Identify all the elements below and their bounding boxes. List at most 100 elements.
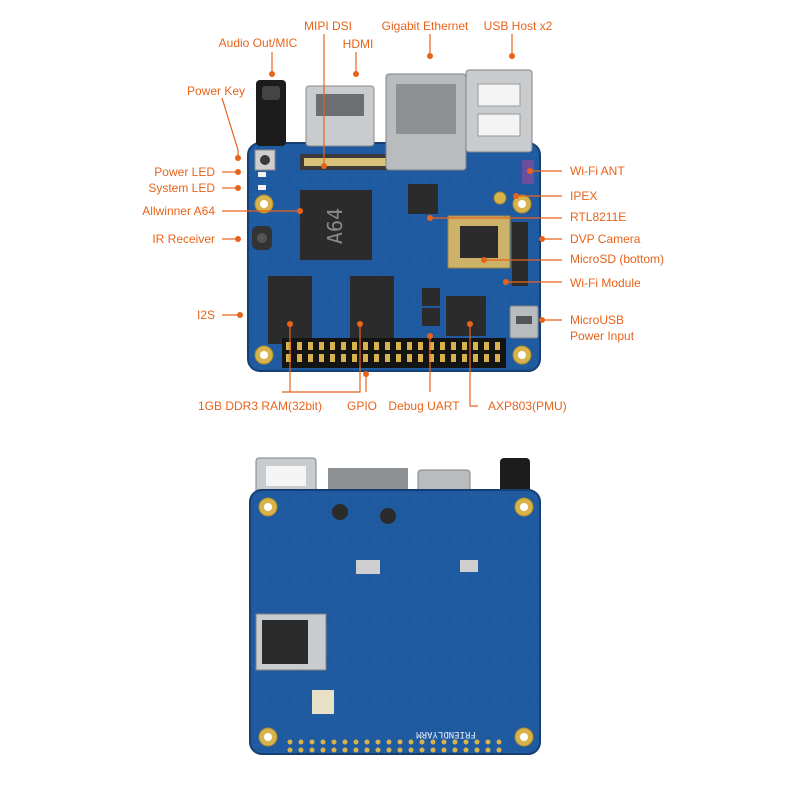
rtl8211e-chip — [408, 184, 438, 214]
gpio-pad — [408, 747, 414, 753]
gpio-pad — [342, 747, 348, 753]
gpio-pin — [462, 342, 467, 350]
label-mipi-dsi: MIPI DSI — [303, 19, 353, 33]
gpio-pin — [385, 342, 390, 350]
gpio-pin — [319, 342, 324, 350]
label-wifi-module: Wi-Fi Module — [570, 276, 641, 290]
gpio-pin — [429, 342, 434, 350]
label-power-key: Power Key — [186, 84, 245, 98]
gpio-pin — [297, 354, 302, 362]
gpio-pin — [286, 354, 291, 362]
gpio-pin — [473, 354, 478, 362]
gpio-pad — [331, 739, 337, 745]
gpio-pad — [331, 747, 337, 753]
ram-chip — [350, 276, 394, 344]
label-axp803: AXP803(PMU) — [488, 399, 567, 413]
gpio-pad — [375, 739, 381, 745]
gpio-pin — [440, 342, 445, 350]
gpio-header — [282, 338, 506, 368]
gpio-pad — [287, 747, 293, 753]
label-ir-receiver: IR Receiver — [152, 232, 215, 246]
gpio-pin — [484, 342, 489, 350]
gpio-pin — [407, 354, 412, 362]
label-gigabit-ethernet: Gigabit Ethernet — [381, 19, 469, 33]
gpio-pin — [341, 354, 346, 362]
gpio-pad — [474, 739, 480, 745]
leader-lines — [221, 34, 562, 407]
label-rtl8211e: RTL8211E — [570, 210, 627, 224]
label-dvp-camera: DVP Camera — [570, 232, 641, 246]
gpio-pin — [374, 354, 379, 362]
gpio-pin — [385, 354, 390, 362]
label-hdmi: HDMI — [342, 37, 374, 51]
gpio-pad — [364, 739, 370, 745]
gpio-pad — [496, 747, 502, 753]
gpio-pad — [419, 747, 425, 753]
gpio-pad — [386, 739, 392, 745]
gpio-pin — [330, 354, 335, 362]
gpio-pin — [462, 354, 467, 362]
label-power-input: Power Input — [570, 329, 635, 343]
label-ddr3-ram: 1GB DDR3 RAM(32bit) — [197, 399, 322, 413]
gpio-pad — [496, 739, 502, 745]
gpio-pin — [363, 354, 368, 362]
gpio-pad — [419, 739, 425, 745]
dvp-camera-connector — [512, 222, 528, 286]
label-system-led: System LED — [148, 181, 215, 195]
soc-marking: A64 — [323, 208, 347, 244]
gpio-pin — [440, 354, 445, 362]
gpio-pad — [309, 739, 315, 745]
gpio-pad — [485, 739, 491, 745]
gpio-pin — [418, 354, 423, 362]
label-microusb: MicroUSB — [570, 313, 625, 327]
gpio-pin — [352, 342, 357, 350]
label-wifi-ant: Wi-Fi ANT — [570, 164, 625, 178]
gpio-pad — [430, 747, 436, 753]
axp803-chip — [446, 296, 486, 336]
gpio-pin — [330, 342, 335, 350]
gpio-pin — [418, 342, 423, 350]
gpio-pad — [441, 747, 447, 753]
gpio-pad — [452, 747, 458, 753]
gpio-pad — [430, 739, 436, 745]
gpio-pad — [441, 739, 447, 745]
power-led — [258, 172, 266, 177]
label-audio-out-mic: Audio Out/MIC — [218, 36, 298, 50]
gpio-pad — [397, 739, 403, 745]
gpio-pin — [396, 354, 401, 362]
gpio-pad — [298, 739, 304, 745]
gpio-pin — [286, 342, 291, 350]
gpio-pin — [407, 342, 412, 350]
label-usb-host: USB Host x2 — [483, 19, 553, 33]
gpio-pin — [451, 342, 456, 350]
gpio-pad — [353, 739, 359, 745]
gpio-pad — [397, 747, 403, 753]
label-microsd: MicroSD (bottom) — [570, 252, 665, 266]
gpio-pin — [352, 354, 357, 362]
gpio-pad — [309, 747, 315, 753]
gpio-pad — [364, 747, 370, 753]
gpio-pin — [484, 354, 489, 362]
gpio-pad — [287, 739, 293, 745]
label-power-led: Power LED — [154, 165, 215, 179]
gpio-pad — [463, 747, 469, 753]
gpio-pad — [408, 739, 414, 745]
top-board: A64 — [247, 69, 541, 372]
label-gpio: GPIO — [346, 399, 378, 413]
label-i2s: I2S — [196, 308, 215, 322]
gpio-pad — [386, 747, 392, 753]
gpio-pad — [342, 739, 348, 745]
leader-dots — [235, 53, 545, 377]
gpio-pin — [319, 354, 324, 362]
gpio-pad — [474, 747, 480, 753]
gpio-pad — [320, 739, 326, 745]
gpio-pin — [374, 342, 379, 350]
gpio-pad — [485, 747, 491, 753]
gpio-pin — [297, 342, 302, 350]
gpio-pad — [298, 747, 304, 753]
ipex-connector — [493, 191, 507, 205]
brand-marking: FRIENDLYARM — [416, 729, 476, 739]
gpio-pin — [451, 354, 456, 362]
gpio-pin — [396, 342, 401, 350]
gpio-pin — [341, 342, 346, 350]
